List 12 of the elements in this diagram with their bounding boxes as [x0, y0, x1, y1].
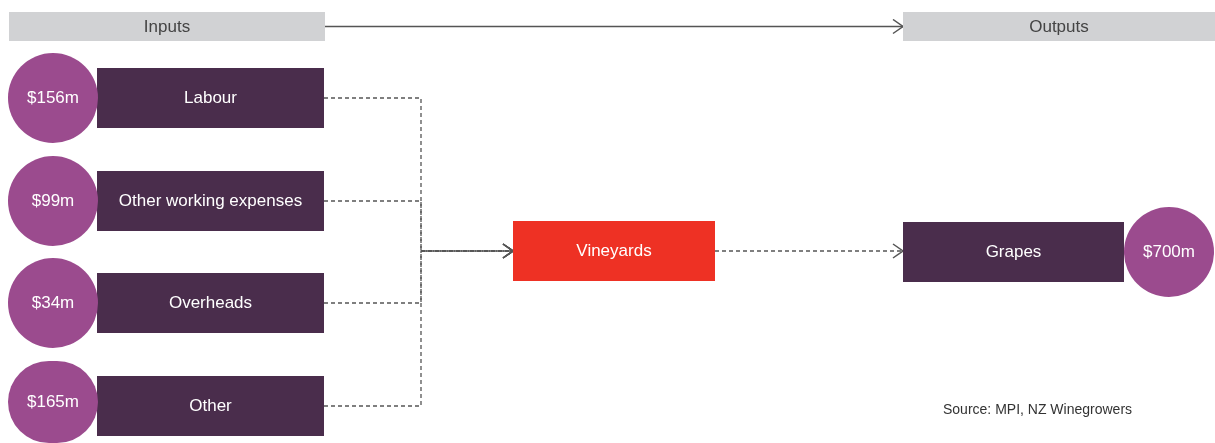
- category-bar: Grapes: [903, 222, 1124, 282]
- category-bar: Other: [97, 376, 324, 436]
- arrow: [324, 18, 904, 35]
- dashed-arrow: [714, 243, 904, 259]
- dashed-arrow: [323, 243, 514, 407]
- category-bar: Other working expenses: [97, 171, 324, 231]
- source-note: Source: MPI, NZ Winegrowers: [943, 400, 1133, 419]
- section-header-bar: Outputs: [903, 12, 1215, 41]
- section-header-bar: Inputs: [9, 12, 325, 41]
- category-bar: Labour: [97, 68, 324, 128]
- process-box: Vineyards: [513, 221, 715, 281]
- category-bar: Overheads: [97, 273, 324, 333]
